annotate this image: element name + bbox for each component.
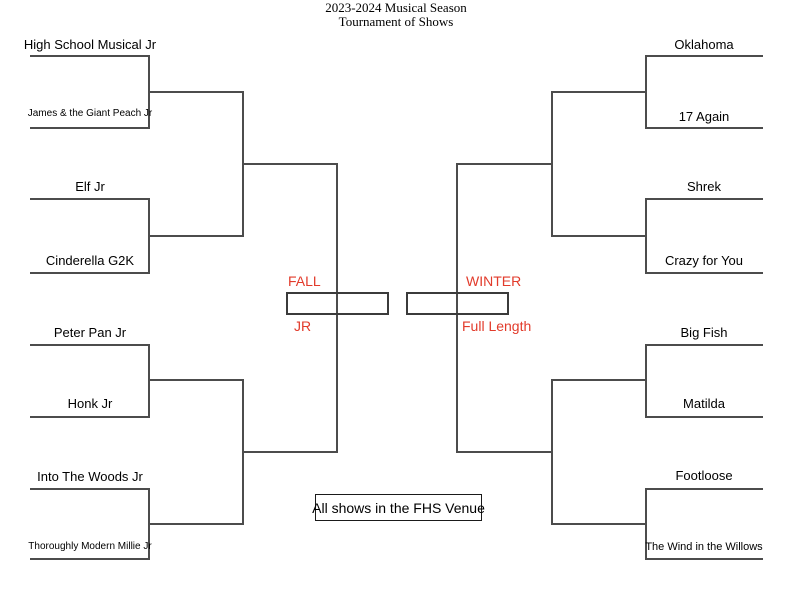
venue-note-text: All shows in the FHS Venue	[312, 499, 485, 516]
show-label: Thoroughly Modern Millie Jr	[28, 541, 152, 552]
bracket-line	[30, 272, 150, 274]
show-label: Matilda	[683, 396, 725, 411]
bracket-line	[148, 523, 244, 525]
show-label: Shrek	[687, 179, 721, 194]
venue-note-box: All shows in the FHS Venue	[312, 494, 485, 521]
show-label: Elf Jr	[75, 179, 105, 194]
bracket-line	[551, 523, 647, 525]
bracket-line	[456, 163, 458, 453]
fall-season-label: FALL	[288, 273, 321, 289]
fall-winner-box	[286, 292, 389, 315]
page-title: 2023-2024 Musical Season Tournament of S…	[0, 1, 792, 29]
bracket-line	[148, 235, 244, 237]
show-label: 17 Again	[678, 109, 730, 124]
bracket-line	[645, 198, 763, 200]
bracket-line	[30, 488, 150, 490]
bracket-line	[645, 127, 763, 129]
bracket-line	[30, 198, 150, 200]
bracket-line	[645, 558, 763, 560]
bracket-line	[336, 163, 338, 453]
bracket-line	[148, 344, 150, 418]
page-title-line2: Tournament of Shows	[338, 14, 454, 29]
show-label: Footloose	[675, 468, 733, 483]
show-label: Into The Woods Jr	[37, 469, 143, 484]
bracket-line	[30, 344, 150, 346]
bracket-line	[645, 55, 763, 57]
bracket-line	[551, 379, 647, 381]
show-label: The Wind in the Willows	[645, 541, 763, 553]
bracket-line	[30, 558, 150, 560]
bracket-line	[148, 91, 244, 93]
winter-season-label: WINTER	[466, 273, 522, 289]
fall-category-label: JR	[294, 318, 312, 334]
winter-category-label: Full Length	[462, 318, 532, 334]
show-label: Oklahoma	[674, 37, 734, 52]
bracket-line	[242, 451, 338, 453]
show-label: High School Musical Jr	[23, 37, 157, 52]
bracket-line	[645, 344, 763, 346]
bracket-line	[645, 344, 647, 418]
show-label: Peter Pan Jr	[53, 325, 127, 340]
page-title-line1: 2023-2024 Musical Season	[325, 0, 467, 15]
bracket-line	[551, 235, 647, 237]
bracket-line	[457, 451, 553, 453]
bracket-line	[242, 163, 338, 165]
show-label: Honk Jr	[67, 396, 113, 411]
show-label: James & the Giant Peach Jr	[27, 108, 153, 119]
winter-winner-box	[406, 292, 509, 315]
show-label: Big Fish	[680, 325, 728, 340]
bracket-line	[30, 55, 150, 57]
bracket-line	[148, 379, 244, 381]
bracket-line	[30, 127, 150, 129]
show-label: Cinderella G2K	[45, 253, 135, 268]
bracket-line	[645, 272, 763, 274]
bracket-line	[551, 91, 647, 93]
bracket-line	[645, 416, 763, 418]
bracket-line	[30, 416, 150, 418]
bracket-line	[457, 163, 553, 165]
bracket-line	[645, 488, 763, 490]
show-label: Crazy for You	[664, 253, 744, 268]
